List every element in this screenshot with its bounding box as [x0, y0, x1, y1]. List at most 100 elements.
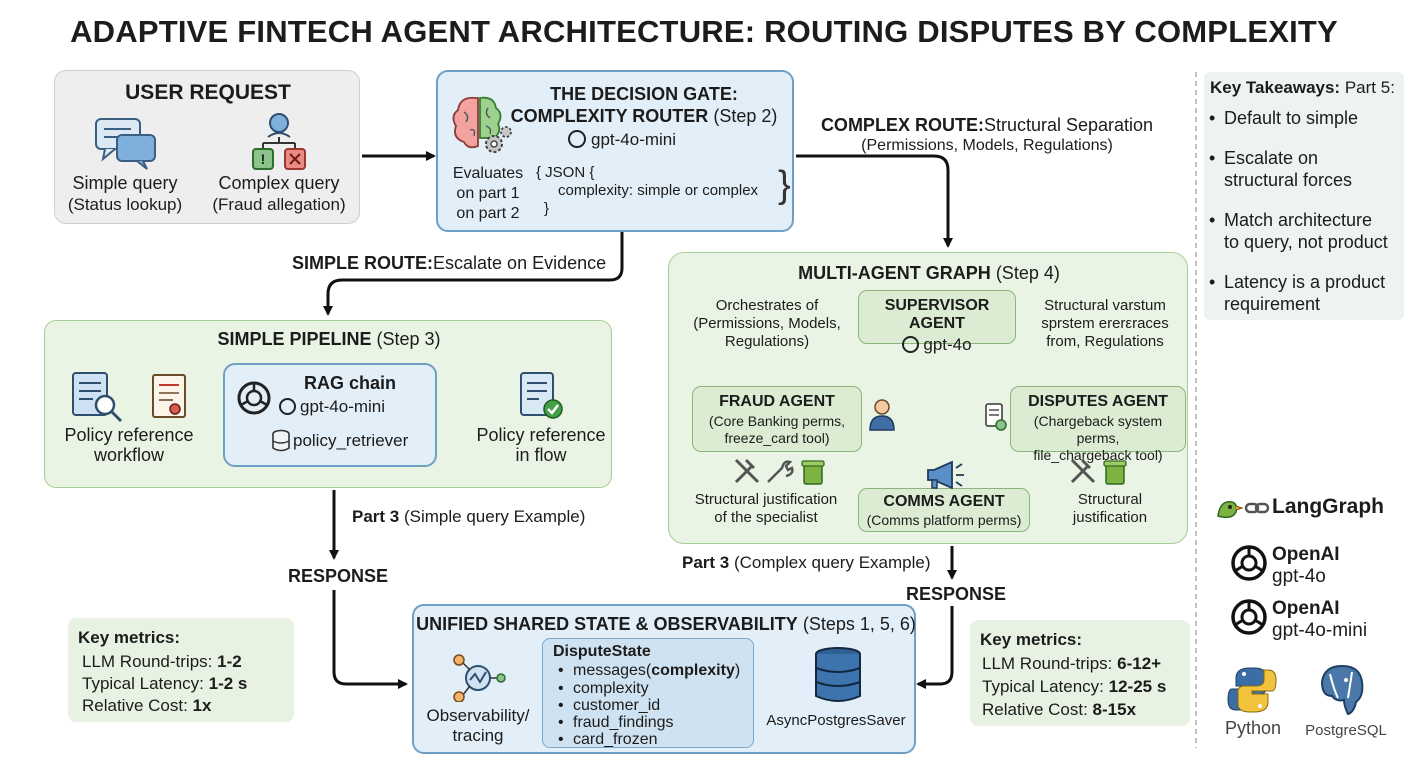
- person-decision-icon: !: [252, 113, 306, 170]
- megaphone-icon: [927, 460, 964, 490]
- complex-example-rest: (Complex query Example): [733, 553, 931, 572]
- brain-gears-icon: [452, 96, 512, 153]
- document-search-icon: [72, 372, 123, 423]
- disputes-line-1: (Chargeback system perms,: [1033, 413, 1163, 446]
- complex-route-bold: COMPLEX ROUTE:: [820, 115, 984, 135]
- simple-example-rest: (Simple query Example): [403, 507, 586, 526]
- postgresql-logo-icon: [1320, 664, 1364, 716]
- supervisor-title: SUPERVISOR AGENT: [884, 297, 990, 332]
- metrics-right-row-1: LLM Round-trips: 6-12+: [982, 654, 1162, 673]
- arrow-gate-to-complex: [796, 154, 953, 248]
- gate-eval-1: Evaluates: [452, 165, 524, 182]
- multi-agent-title-row: MULTI-AGENT GRAPH (Step 4): [669, 263, 1189, 284]
- takeaway-item-4: Latency is a product: [1224, 272, 1386, 292]
- openai-logo-icon: [1231, 599, 1267, 635]
- openai-icon: [279, 398, 296, 415]
- chat-bubbles-icon: [95, 118, 156, 170]
- takeaways-title: Key Takeaways:: [1210, 78, 1341, 97]
- supervisor-agent-node: SUPERVISOR AGENT gpt-4o: [858, 290, 1016, 354]
- dispute-state-panel: DisputeState messages(complexity) comple…: [542, 638, 754, 748]
- retriever-label: policy_retriever: [293, 431, 409, 450]
- tools-small-icon: [1070, 458, 1127, 485]
- metrics-left-row-3: Relative Cost: 1x: [82, 696, 212, 715]
- openai-icon: [568, 130, 586, 148]
- json-brace-icon: }: [778, 164, 791, 206]
- takeaway-item-3: Match architecture: [1224, 210, 1373, 230]
- complex-example-bold: Part 3: [682, 553, 730, 572]
- unified-steps: (Steps 1, 5, 6): [802, 614, 916, 634]
- supervisor-model: gpt-4o: [923, 335, 972, 354]
- metrics-left-row-1: LLM Round-trips: 1-2: [82, 652, 242, 671]
- spec-line-1: Structural justification: [694, 491, 838, 508]
- unified-state-box: UNIFIED SHARED STATE & OBSERVABILITY (St…: [412, 604, 916, 754]
- orch-line-2: (Permissions, Models,: [693, 315, 841, 332]
- multi-agent-title: MULTI-AGENT GRAPH: [798, 263, 991, 283]
- metrics-left-title: Key metrics:: [78, 628, 181, 647]
- state-first-pre: messages(: [573, 662, 652, 679]
- user-request-title: USER REQUEST: [125, 81, 291, 104]
- document-check-icon: [520, 372, 563, 419]
- simple-route-label: SIMPLE ROUTE:Escalate on Evidence: [292, 253, 606, 274]
- right-note-2: sprstem ererεraces: [1041, 315, 1169, 332]
- document-stamp-icon: [985, 403, 1007, 431]
- just-line-1: Structural: [1077, 491, 1143, 508]
- pipeline-right-2: in flow: [515, 445, 567, 465]
- orch-line-1: Orchestrates of: [715, 297, 819, 314]
- simple-query-label: Simple query: [72, 173, 178, 193]
- openai-logo-icon: [1231, 545, 1267, 581]
- complex-query-label: Complex query: [218, 173, 340, 193]
- unified-title-row: UNIFIED SHARED STATE & OBSERVABILITY (St…: [414, 614, 918, 635]
- json-body: complexity: simple or complex: [558, 182, 759, 199]
- openai-model-1: gpt-4o: [1272, 566, 1326, 587]
- just-line-2: justification: [1072, 509, 1148, 526]
- right-note-3: from, Regulations: [1046, 333, 1164, 350]
- json-open: { JSON {: [536, 164, 595, 181]
- fraud-title: FRAUD AGENT: [719, 393, 835, 410]
- orch-line-3: Regulations): [724, 333, 810, 350]
- metrics-right-row-3: Relative Cost: 8-15x: [982, 700, 1137, 719]
- certificate-icon: [152, 374, 186, 418]
- takeaway-item-4-cont: requirement: [1224, 294, 1321, 314]
- saver-label: AsyncPostgresSaver: [766, 712, 906, 729]
- comms-agent-node: COMMS AGENT (Comms platform perms): [858, 488, 1030, 532]
- gate-eval-2: on part 1: [456, 185, 520, 202]
- disputes-title: DISPUTES AGENT: [1028, 393, 1168, 410]
- arrow-response-to-unified: [332, 590, 408, 689]
- gate-title-1: THE DECISION GATE:: [550, 84, 738, 104]
- gate-model-row: gpt-4o-mini: [568, 130, 768, 150]
- metrics-left-panel: Key metrics: LLM Round-trips: 1-2 Typica…: [68, 618, 294, 722]
- openai-model-2: gpt-4o-mini: [1272, 620, 1368, 641]
- state-item: fraud_findings: [573, 714, 674, 731]
- right-note-1: Structural varstum: [1044, 297, 1166, 314]
- takeaway-item-1: Default to simple: [1224, 108, 1359, 128]
- page-title: ADAPTIVE FINTECH AGENT ARCHITECTURE: ROU…: [70, 14, 1338, 49]
- gate-eval-3: on part 2: [456, 205, 520, 222]
- json-close: }: [544, 200, 550, 217]
- takeaway-item-2: Escalate on: [1224, 148, 1319, 168]
- openai-name-2: OpenAI: [1272, 598, 1340, 619]
- spec-line-2: of the specialist: [714, 509, 818, 526]
- fraud-line-1: (Core Banking perms,: [708, 413, 846, 429]
- svg-text:!: !: [261, 151, 266, 167]
- simple-pipeline-box: SIMPLE PIPELINE (Step 3) Policy referenc…: [44, 320, 612, 488]
- simple-query-sub: (Status lookup): [67, 195, 183, 214]
- gate-step: (Step 2): [713, 106, 778, 126]
- agent-person-icon: [869, 399, 895, 431]
- python-label: Python: [1224, 718, 1282, 738]
- openai-icon: [237, 381, 271, 415]
- complex-route-sub: (Permissions, Models, Regulations): [861, 137, 1113, 154]
- comms-line-1: (Comms platform perms): [866, 512, 1022, 528]
- complex-route-label: COMPLEX ROUTE:Structural Separation: [806, 115, 1168, 136]
- simple-example-bold: Part 3: [352, 507, 400, 526]
- state-first-post: ): [734, 662, 741, 679]
- rag-title: RAG chain: [303, 373, 396, 393]
- takeaways-title-row: Key Takeaways: Part 5:: [1210, 78, 1404, 98]
- simple-pipeline-title: SIMPLE PIPELINE: [217, 329, 372, 349]
- python-logo-icon: [1227, 667, 1277, 713]
- postgresql-label: PostgreSQL: [1305, 722, 1387, 739]
- metrics-right-title: Key metrics:: [980, 630, 1083, 649]
- metrics-right-row-2: Typical Latency: 12-25 s: [982, 677, 1167, 696]
- response-left: RESPONSE: [288, 566, 389, 586]
- database-icon: [815, 647, 861, 702]
- gate-title-2-row: COMPLEXITY ROUTER (Step 2): [494, 106, 794, 127]
